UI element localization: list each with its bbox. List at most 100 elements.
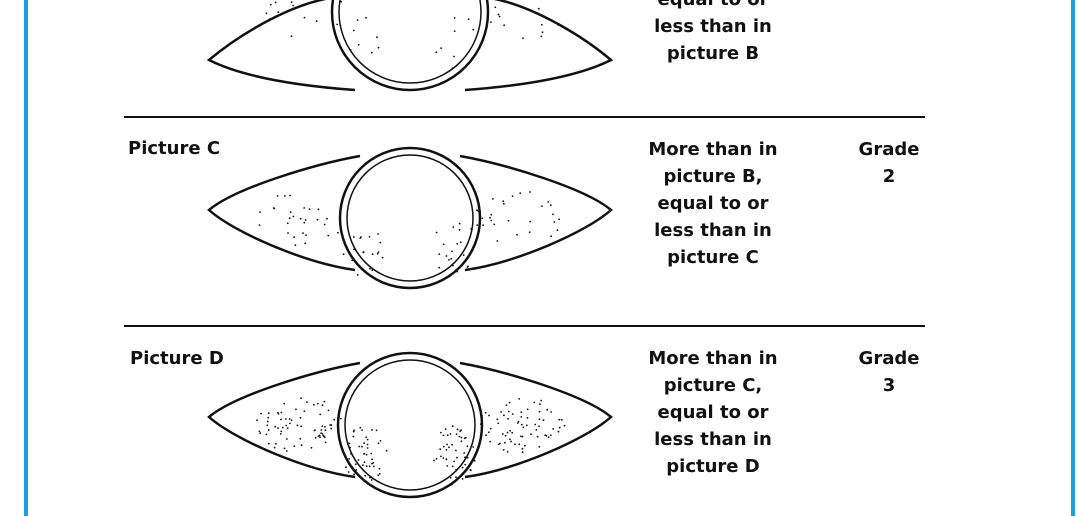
stipple-dot [316,402,319,405]
stipple-dot [546,408,549,411]
row-divider [124,325,925,327]
stipple-dot [366,272,368,275]
stipple-dot [265,433,268,436]
stipple-dot [336,23,339,26]
stipple-dot [489,440,492,443]
stipple-dot [277,11,280,13]
stipple-dot [501,433,504,435]
stipple-dot [446,443,448,446]
stipple-dot [293,236,296,239]
stipple-dot [355,469,358,471]
desc-line: picture B [666,43,760,64]
stipple-dot [435,458,438,460]
stipple-dot [442,457,445,459]
desc-line: More than in [648,348,778,369]
stipple-dot [541,31,544,34]
stipple-dot [279,433,282,435]
stipple-dot [490,213,493,216]
stipple-dot [557,430,560,433]
stipple-dot [538,446,541,448]
stipple-dot [260,412,262,415]
stipple-dot [286,427,289,429]
stipple-dot [520,411,523,414]
grade-label: Grade [858,139,920,160]
stipple-dot [258,224,261,226]
stipple-dot [272,207,275,209]
stipple-dot [452,226,455,228]
stipple-dot [313,403,315,406]
stipple-dot [529,220,532,223]
stipple-dot [323,223,326,226]
frame-right-border [1071,0,1075,516]
stipple-dot [274,1,277,4]
stipple-dot [522,426,525,429]
stipple-dot [455,476,457,478]
stipple-dot [497,13,500,16]
stipple-dot [435,231,438,234]
stipple-dot [353,29,355,32]
stipple-dot [369,476,371,479]
stipple-dot [520,423,523,426]
stipple-dot [507,219,510,222]
stipple-dot [274,425,276,428]
stipple-dot [363,453,365,455]
stipple-dot [330,427,333,430]
stipple-dot [299,217,302,220]
stipple-dot [505,404,508,406]
stipple-dot [507,410,510,413]
stipple-dot [549,434,552,437]
stipple-dot [497,443,500,446]
stipple-dot [361,429,363,431]
stipple-dot [553,221,556,223]
stipple-dot [288,418,291,420]
stipple-dot [371,458,373,461]
desc-line: equal to or [657,193,769,214]
stipple-dot [371,253,374,256]
stipple-dot [365,453,368,456]
stipple-dot [550,235,552,238]
stipple-dot [488,414,490,417]
stipple-dot [502,202,505,205]
stipple-dot [267,429,270,431]
stipple-dot [524,444,526,447]
desc-line: less than in [654,16,772,37]
stipple-dot [508,401,511,404]
stipple-dot [350,452,352,455]
stipple-dot [497,422,500,425]
stipple-dot [268,442,270,445]
stipple-dot [370,479,373,481]
stipple-dot [445,458,448,461]
stipple-dot [511,431,514,434]
stipple-dot [285,450,288,452]
stipple-dot [285,424,288,427]
stipple-dot [372,462,375,464]
stipple-dot [466,456,469,459]
stipple-dot [469,469,472,472]
stipple-dot [356,19,359,21]
stipple-dot [378,467,381,470]
stipple-dot [345,466,347,469]
desc-line: picture B, [663,166,763,187]
stipple-dot [525,424,528,427]
stipple-dot [377,442,380,445]
desc-line: less than in [654,429,772,450]
stipple-dot [293,445,296,447]
stipple-dot [310,446,313,449]
stipple-dot [259,432,262,434]
stipple-dot [319,436,321,439]
stipple-dot [306,401,308,403]
stipple-dot [300,444,303,447]
stipple-dot [283,447,286,450]
stipple-dot [385,449,388,452]
stipple-dot [453,17,456,19]
stipple-dot [349,446,351,449]
stipple-dot [324,429,327,432]
stipple-dot [451,67,454,70]
stipple-dot [479,423,482,426]
stipple-dot [365,16,367,19]
stipple-dot [538,425,540,428]
desc-line: picture C [667,247,759,268]
stipple-dot [342,253,345,256]
stipple-dot [284,195,286,197]
stipple-dot [274,442,277,445]
